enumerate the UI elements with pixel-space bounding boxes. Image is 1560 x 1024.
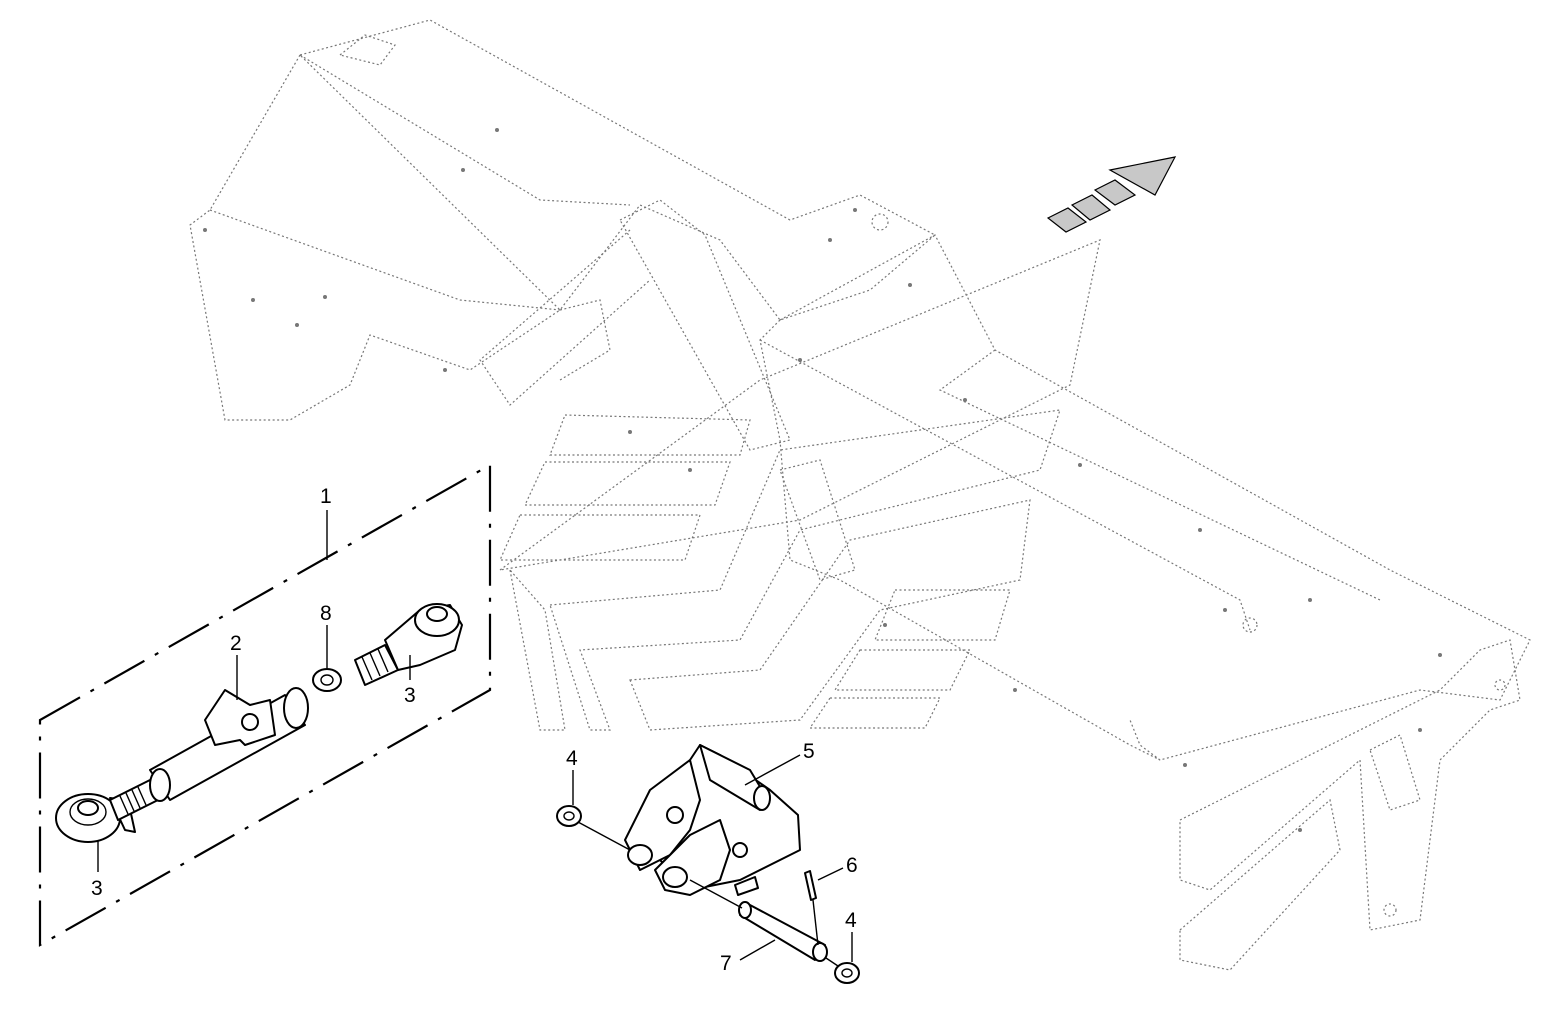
callout-8: 8	[320, 602, 332, 625]
callout-3-left: 3	[91, 877, 103, 900]
callout-3-right: 3	[404, 684, 416, 707]
washer-top	[556, 805, 582, 827]
callout-6: 6	[846, 854, 858, 877]
callout-7: 7	[720, 952, 732, 975]
travel-direction-arrow-icon	[1046, 156, 1177, 233]
callout-2: 2	[230, 632, 242, 655]
callout-labels: 1 2 8 3 3 4 5 6 4 7	[91, 485, 858, 975]
assembly-boundary	[38, 463, 492, 947]
linch-pin	[804, 870, 817, 901]
callout-4-top: 4	[566, 747, 578, 770]
hitch-pin	[738, 901, 828, 962]
callout-4-bottom: 4	[845, 909, 857, 932]
top-link-assembly	[55, 603, 463, 843]
callout-1: 1	[320, 485, 332, 508]
callout-5: 5	[803, 740, 815, 763]
hitch-bracket	[624, 744, 801, 896]
callout-leaders	[97, 510, 853, 962]
machine-frame-ghost	[189, 19, 1531, 971]
assembly-axis-lines	[577, 821, 839, 967]
washer-bottom	[834, 962, 860, 984]
